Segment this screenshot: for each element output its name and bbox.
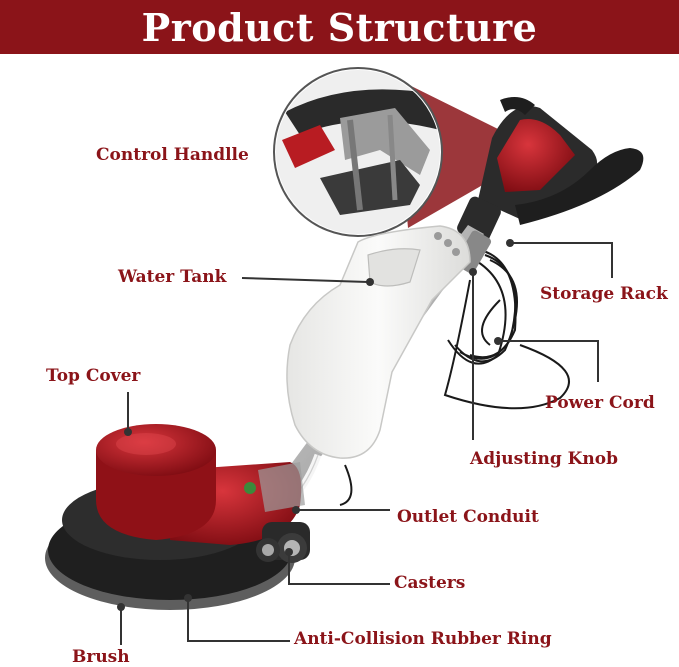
label-brush: Brush — [72, 647, 130, 667]
zoom-inset — [273, 67, 443, 237]
label-adjusting-knob: Adjusting Knob — [470, 449, 618, 469]
leader-casters — [288, 552, 390, 585]
label-power-cord: Power Cord — [545, 393, 655, 413]
header-banner: Product Structure — [0, 0, 679, 54]
power-cord-graphic — [443, 249, 570, 410]
label-outlet-conduit: Outlet Conduit — [397, 507, 539, 527]
leader-lines — [120, 242, 613, 645]
top-cover-graphic — [96, 424, 216, 540]
water-tank-graphic — [286, 225, 471, 459]
control-handle-graphic — [457, 96, 644, 244]
page-title: Product Structure — [141, 4, 538, 50]
label-storage-rack: Storage Rack — [540, 284, 668, 304]
cord-tail — [339, 464, 353, 506]
label-casters: Casters — [394, 573, 466, 593]
leader-storage-rack — [510, 242, 613, 278]
leader-rubber-ring — [187, 598, 290, 642]
casters-graphic — [256, 522, 310, 563]
label-control-handle: Control Handlle — [96, 145, 249, 165]
label-water-tank: Water Tank — [118, 267, 227, 287]
label-anti-collision-ring: Anti-Collision Rubber Ring — [294, 629, 552, 649]
leader-power-cord — [498, 340, 599, 382]
leader-dots — [117, 239, 514, 611]
leader-water-tank — [241, 277, 369, 283]
label-top-cover: Top Cover — [46, 366, 141, 386]
